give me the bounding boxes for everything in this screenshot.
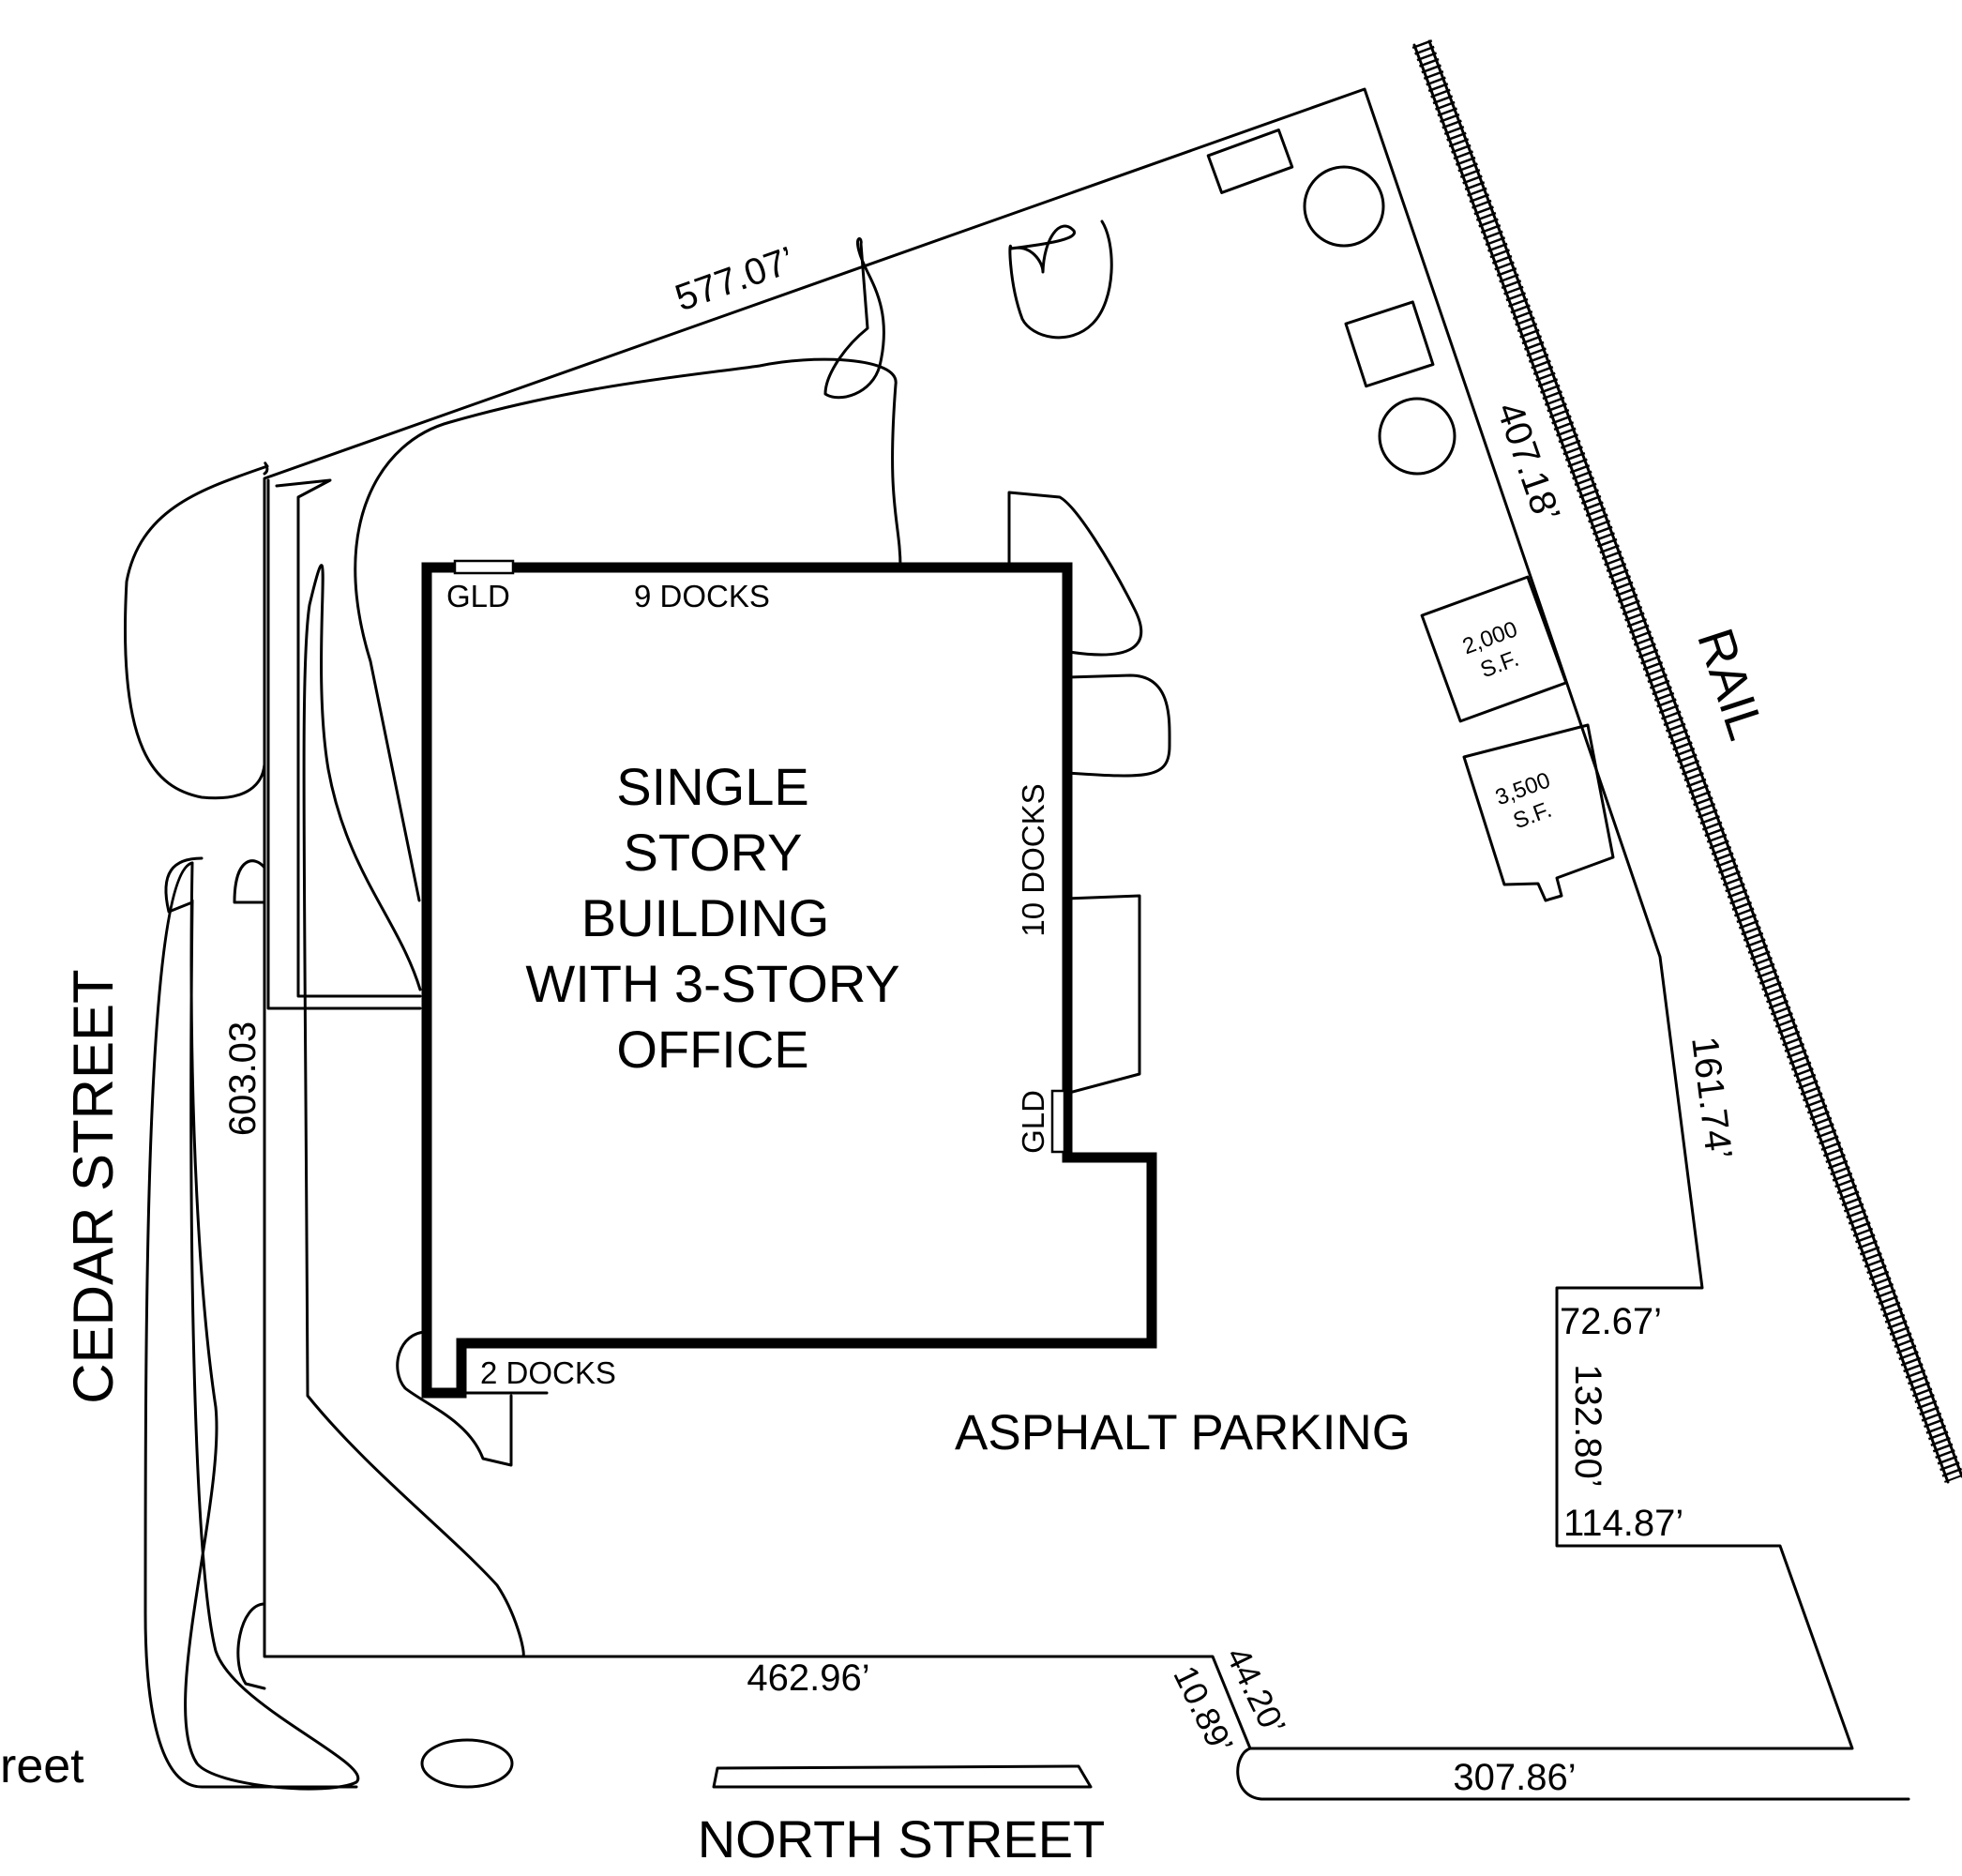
outbuilding-2000-label: 2,000 S.F. bbox=[1459, 616, 1522, 683]
storage-tanks bbox=[1206, 129, 1456, 476]
building-outline bbox=[421, 562, 1157, 1399]
dim-southeast-boundary: 307.86’ bbox=[1453, 1757, 1576, 1798]
building-name-line-3: BUILDING bbox=[581, 888, 830, 947]
planter-ellipse bbox=[420, 1738, 514, 1789]
docks-south-label: 2 DOCKS bbox=[480, 1355, 616, 1390]
west-driveway-strip bbox=[266, 478, 422, 1010]
dim-jog-bottom: 114.87’ bbox=[1563, 1503, 1683, 1544]
building-name-line-1: SINGLE bbox=[616, 757, 808, 816]
dim-rail-boundary: 407.18’ bbox=[1488, 398, 1567, 527]
asphalt-parking-label: ASPHALT PARKING bbox=[955, 1405, 1411, 1460]
dim-jog-top: 72.67’ bbox=[1560, 1301, 1662, 1342]
partial-street-label: reet bbox=[0, 1739, 84, 1793]
gld-door-east bbox=[1050, 1089, 1066, 1154]
railroad-track bbox=[1411, 39, 1962, 1484]
rail-label: RAIL bbox=[1686, 622, 1774, 747]
gld-east-label: GLD bbox=[1016, 1090, 1050, 1154]
outbuilding-3500-sf bbox=[1462, 723, 1615, 902]
docks-east-label: 10 DOCKS bbox=[1016, 783, 1050, 936]
gld-north-label: GLD bbox=[446, 579, 510, 613]
building-name: SINGLE STORY BUILDING WITH 3-STORY OFFIC… bbox=[525, 757, 899, 1079]
north-street-label: NORTH STREET bbox=[698, 1809, 1106, 1868]
property-boundary bbox=[263, 87, 1854, 1750]
landscape-islands bbox=[123, 219, 1171, 1791]
gld-door-north bbox=[453, 559, 515, 575]
docks-north-label: 9 DOCKS bbox=[634, 579, 770, 613]
building-name-line-5: OFFICE bbox=[616, 1020, 808, 1079]
dim-south-boundary: 462.96’ bbox=[747, 1657, 869, 1699]
dim-west-boundary: 603.03 bbox=[222, 1021, 264, 1136]
north-street-edge-east bbox=[1236, 1747, 1910, 1801]
building-name-line-2: STORY bbox=[624, 823, 803, 882]
dim-north-boundary: 577.07’ bbox=[670, 239, 799, 319]
cedar-street-label: CEDAR STREET bbox=[62, 969, 125, 1403]
dim-jog-side: 132.80’ bbox=[1567, 1364, 1608, 1487]
outbuilding-2000-sf bbox=[1420, 575, 1568, 723]
outbuilding-3500-label: 3,500 S.F. bbox=[1492, 767, 1555, 834]
dim-rail-lower: 161.74’ bbox=[1683, 1035, 1740, 1162]
building-name-line-4: WITH 3-STORY bbox=[525, 954, 899, 1013]
street-median bbox=[712, 1764, 1093, 1789]
